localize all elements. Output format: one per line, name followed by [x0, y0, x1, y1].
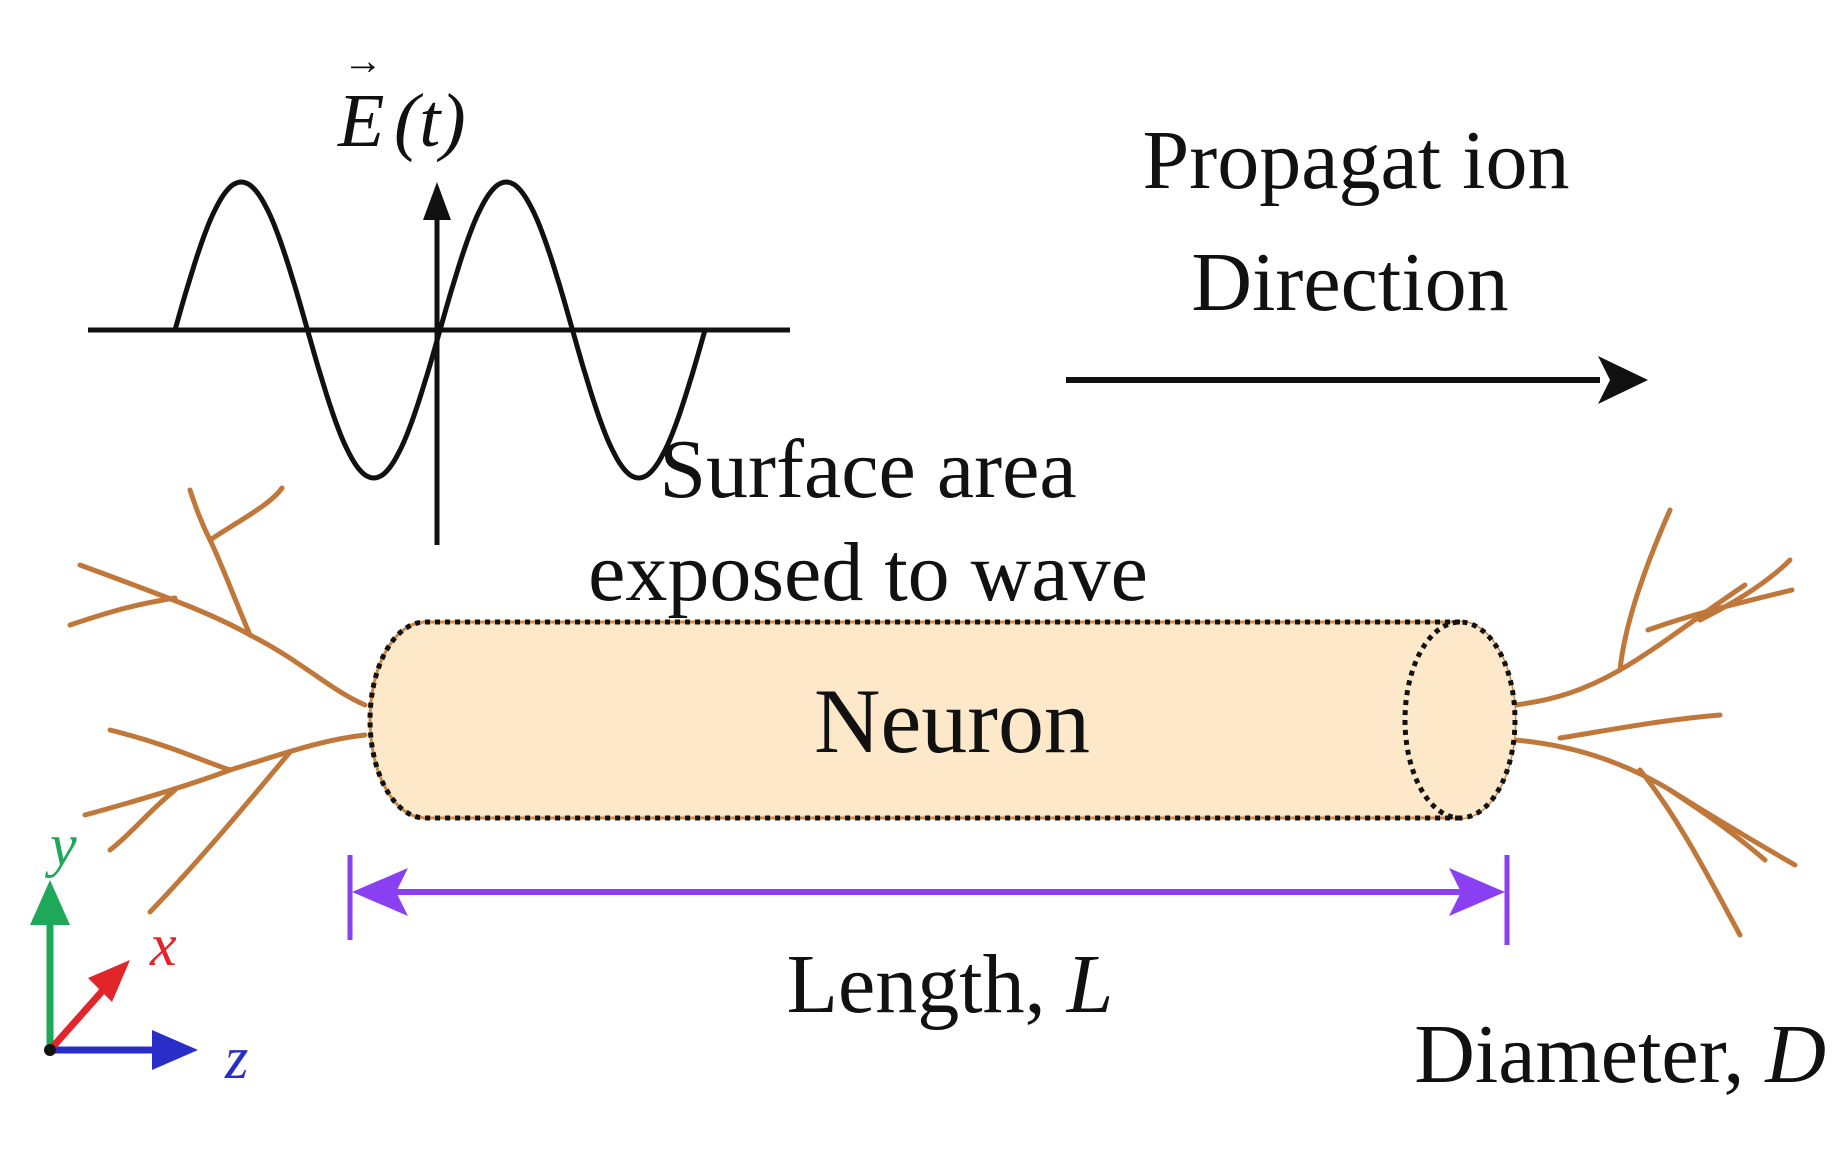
dendrites-right — [1512, 507, 1798, 938]
axis-origin — [44, 1044, 56, 1056]
diameter-label: Diameter, D — [1414, 1008, 1826, 1101]
length-label: Length, L — [787, 938, 1114, 1031]
axis-x-line — [47, 985, 108, 1053]
surface-label-line1: Surface area — [659, 423, 1076, 516]
propagation-label-line2: Direction — [1191, 236, 1508, 329]
efield-argument: (t) — [394, 79, 466, 163]
neuron-cylinder: Neuron — [367, 619, 1518, 821]
propagation-label-line1: Propagat ion — [1143, 114, 1570, 207]
efield-axis-arrowhead — [423, 182, 451, 220]
propagation-label-group: Propagat ion Direction — [1066, 114, 1648, 404]
dendrites-left — [67, 485, 368, 915]
axis-x-label: x — [149, 912, 177, 978]
axis-z-label: z — [224, 1025, 248, 1091]
axis-x-arrowhead — [88, 960, 130, 1002]
efield-letter: E — [337, 79, 384, 163]
neuron-label: Neuron — [814, 670, 1090, 772]
sine-wave — [172, 179, 708, 481]
surface-label-line2: exposed to wave — [588, 526, 1148, 619]
axis-y-arrowhead — [30, 880, 70, 925]
length-arrowhead-right — [1449, 868, 1505, 916]
length-dimension: Length, L — [347, 855, 1510, 1031]
propagation-arrowhead — [1598, 356, 1648, 404]
coordinate-axes: y x z — [30, 812, 248, 1091]
length-arrowhead-left — [352, 868, 408, 916]
neuron-end-cap — [1402, 619, 1518, 821]
axis-z-arrowhead — [152, 1030, 198, 1070]
efield-plot: E → (t) — [88, 38, 790, 545]
efield-vector-arrow: → — [343, 38, 383, 83]
surface-label-group: Surface area exposed to wave — [588, 423, 1148, 619]
axis-y-label: y — [44, 812, 77, 878]
